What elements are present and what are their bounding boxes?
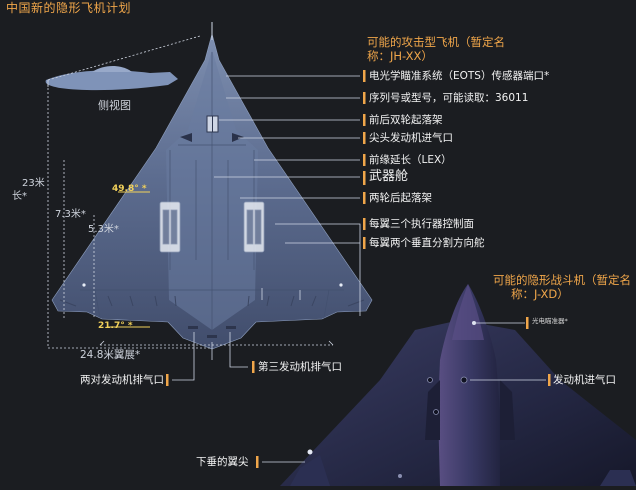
side-view-aircraft bbox=[45, 66, 179, 91]
dimension-lines bbox=[47, 35, 333, 349]
label-eots-sensor: 电光学瞄准系统（EOTS）传感器端口* bbox=[369, 70, 550, 82]
dim-length: 23米 bbox=[22, 178, 45, 189]
jxd-fighter bbox=[280, 284, 636, 486]
label-control-surfaces: 每翼三个执行器控制面 bbox=[369, 218, 474, 230]
dim-7-3: 7.3米* bbox=[55, 209, 86, 220]
main-gear-right bbox=[243, 201, 265, 253]
label-weapons-bay: 武器舱 bbox=[369, 169, 409, 184]
angle-sweep: 49.8° * bbox=[112, 184, 147, 194]
label-serial-number: 序列号或型号，可能读取：36011 bbox=[369, 92, 529, 104]
dim-length-suffix: 长* bbox=[12, 191, 27, 202]
label-split-rudders: 每翼两个垂直分割方向舵 bbox=[369, 237, 485, 249]
jhxx-aircraft bbox=[51, 22, 373, 350]
angle-trailing: 21.7° * bbox=[98, 321, 133, 331]
dim-5-3: 5.3米* bbox=[88, 224, 119, 235]
label-lex: 前缘延长（LEX） bbox=[369, 154, 452, 166]
label-intake: 尖头发动机进气口 bbox=[369, 132, 453, 144]
jhxx-heading-line2: 称：JH-XX） bbox=[367, 49, 433, 63]
page-title: 中国新的隐形飞机计划 bbox=[6, 1, 132, 15]
label-drooping-wingtip: 下垂的翼尖 bbox=[196, 456, 249, 468]
jhxx-leader-lines bbox=[214, 75, 361, 316]
label-third-exhaust: 第三发动机排气口 bbox=[258, 361, 342, 373]
label-nose-gear: 前后双轮起落架 bbox=[369, 114, 443, 126]
dim-span: 24.8米翼展* bbox=[80, 349, 141, 361]
jhxx-heading-line1: 可能的攻击型飞机（暂定名 bbox=[367, 35, 505, 49]
label-main-gear: 两轮后起落架 bbox=[369, 192, 432, 204]
jxd-heading-line2: 称：J-XD） bbox=[511, 287, 569, 301]
main-gear-left bbox=[159, 201, 181, 253]
label-two-pairs-exhaust: 两对发动机排气口 bbox=[80, 374, 164, 386]
label-eo-sight: 光电瞄准器* bbox=[532, 317, 568, 325]
jxd-heading-line1: 可能的隐形战斗机（暂定名 bbox=[493, 273, 631, 287]
side-view-label: 侧视图 bbox=[98, 99, 131, 112]
label-engine-intake: 发动机进气口 bbox=[553, 374, 616, 386]
